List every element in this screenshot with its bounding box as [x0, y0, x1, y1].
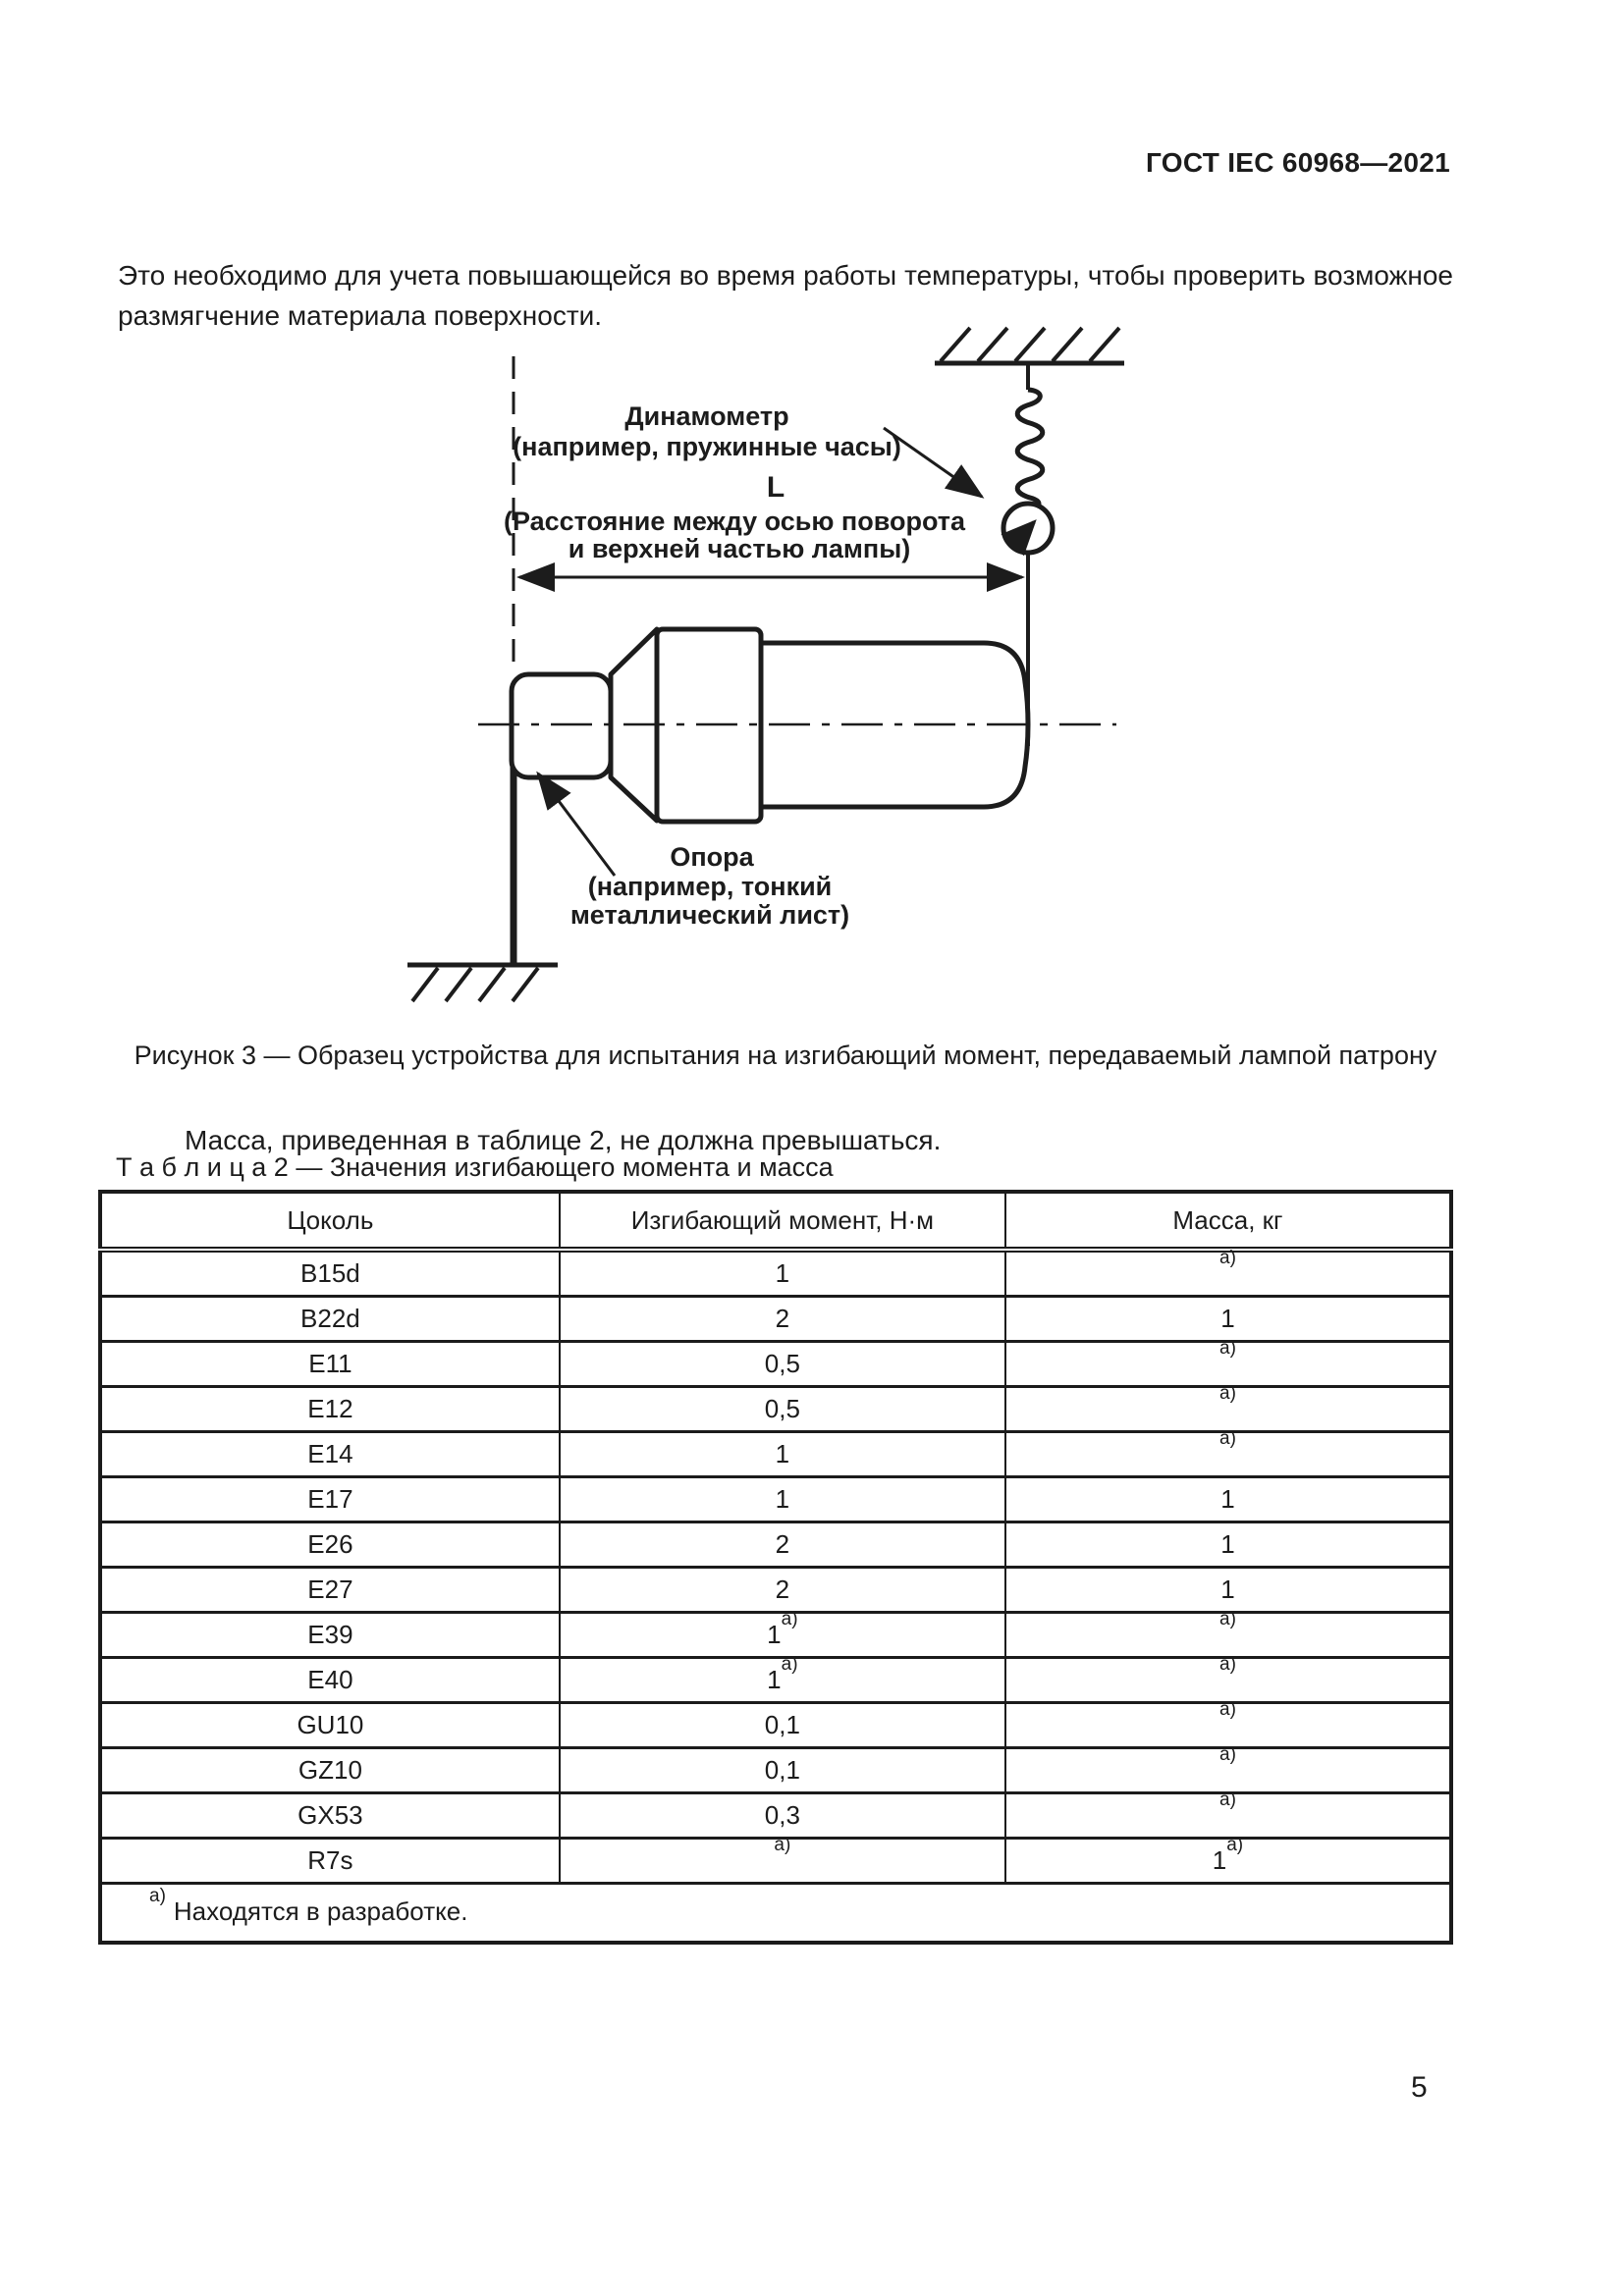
dynamometer-gauge-icon — [1001, 501, 1056, 557]
table-cell: 1 — [558, 1430, 1006, 1478]
table-cell: GU10 — [99, 1701, 561, 1749]
table2-bending-moment: Цоколь Изгибающий момент, Н·м Масса, кг … — [98, 1190, 1453, 1945]
lamp-cap — [509, 671, 614, 780]
table-cell: a) — [1003, 1745, 1453, 1794]
column-header-mass: Масса, кг — [1003, 1192, 1453, 1253]
table-cell: 1 — [558, 1475, 1006, 1523]
table-footnote-cell: a) Находятся в разработке. — [99, 1882, 1452, 1945]
label-length-line2: и верхней частью лампы) — [568, 534, 911, 563]
label-length-symbol: L — [767, 471, 785, 504]
table-cell: 2 — [558, 1566, 1006, 1614]
table-cell: E40 — [99, 1656, 561, 1704]
table-cell: 1 — [1003, 1521, 1453, 1569]
table-cell: 0,5 — [558, 1385, 1006, 1433]
table-cell: a) — [1003, 1248, 1453, 1298]
table-cell: B22d — [99, 1295, 561, 1343]
table-cell: E14 — [99, 1430, 561, 1478]
label-support-line3: металлический лист) — [570, 900, 849, 930]
table-cell: 2 — [558, 1295, 1006, 1343]
table-cell: a) — [1003, 1339, 1453, 1388]
document-header-code: ГОСТ IEC 60968—2021 — [1146, 147, 1450, 178]
table-cell: 1a) — [558, 1655, 1006, 1704]
table-cell: a) — [1003, 1700, 1453, 1749]
table-cell: 1a) — [1003, 1836, 1453, 1885]
page-number: 5 — [1411, 2071, 1428, 2104]
table-cell: E27 — [99, 1566, 561, 1614]
table-header-row: Цоколь Изгибающий момент, Н·м Масса, кг — [99, 1192, 1453, 1253]
table-cell: a) — [1003, 1384, 1453, 1433]
table-cell: E39 — [99, 1611, 561, 1659]
table2-caption: Т а б л и ц а 2 — Значения изгибающего м… — [116, 1152, 834, 1182]
table-cell: a) — [1003, 1655, 1453, 1704]
table-cell: 0,1 — [558, 1746, 1006, 1794]
table-cell: E17 — [99, 1475, 561, 1523]
mass-paragraph: Масса, приведенная в таблице 2, не должн… — [185, 1125, 942, 1155]
footnote-marker: a) — [149, 1886, 166, 1907]
table-cell: 1 — [1003, 1475, 1453, 1523]
ceiling-hatch — [935, 326, 1124, 366]
dynamometer-leader-arrow — [883, 426, 985, 499]
table-cell: a) — [1003, 1429, 1453, 1478]
table-cell: E12 — [99, 1385, 561, 1433]
table-cell: a) — [558, 1836, 1006, 1885]
label-dynamometer-line1: Динамометр — [624, 401, 788, 431]
intro-paragraph: Это необходимо для учета повышающейся во… — [118, 260, 1453, 331]
table-cell: 1 — [1003, 1295, 1453, 1343]
table-cell: 1 — [1003, 1566, 1453, 1614]
table-cell: 0,5 — [558, 1340, 1006, 1388]
support-leader-arrow — [536, 771, 617, 877]
spring-coil — [1014, 387, 1046, 513]
table-cell: B15d — [99, 1248, 561, 1298]
table-cell: a) — [1003, 1790, 1453, 1840]
table-cell: 1 — [558, 1248, 1006, 1298]
figure3-diagram: Динамометр (например, пружинные часы) L … — [407, 326, 1124, 1003]
table-cell: E11 — [99, 1340, 561, 1388]
label-dynamometer-line2: (например, пружинные часы) — [513, 432, 901, 461]
table-cell: E26 — [99, 1521, 561, 1569]
label-length-line1: (Расстояние между осью поворота — [504, 507, 966, 536]
table-cell: GZ10 — [99, 1746, 561, 1794]
label-support-line1: Опора — [670, 842, 754, 872]
table-cell: 0,1 — [558, 1701, 1006, 1749]
table-cell: 2 — [558, 1521, 1006, 1569]
figure3-caption: Рисунок 3 — Образец устройства для испыт… — [134, 1041, 1437, 1070]
table-cell: 0,3 — [558, 1791, 1006, 1840]
footnote-text: Находятся в разработке. — [173, 1896, 468, 1926]
label-support-line2: (например, тонкий — [588, 872, 833, 901]
table-cell: R7s — [99, 1837, 561, 1885]
column-header-moment: Изгибающий момент, Н·м — [558, 1192, 1006, 1253]
ground-hatch — [407, 962, 558, 1003]
table-cell: 1a) — [558, 1610, 1006, 1659]
table-footnote-row: a) Находятся в разработке. — [99, 1882, 1452, 1945]
table-cell: a) — [1003, 1610, 1453, 1659]
column-header-cap: Цоколь — [99, 1192, 561, 1253]
table-cell: GX53 — [99, 1791, 561, 1840]
